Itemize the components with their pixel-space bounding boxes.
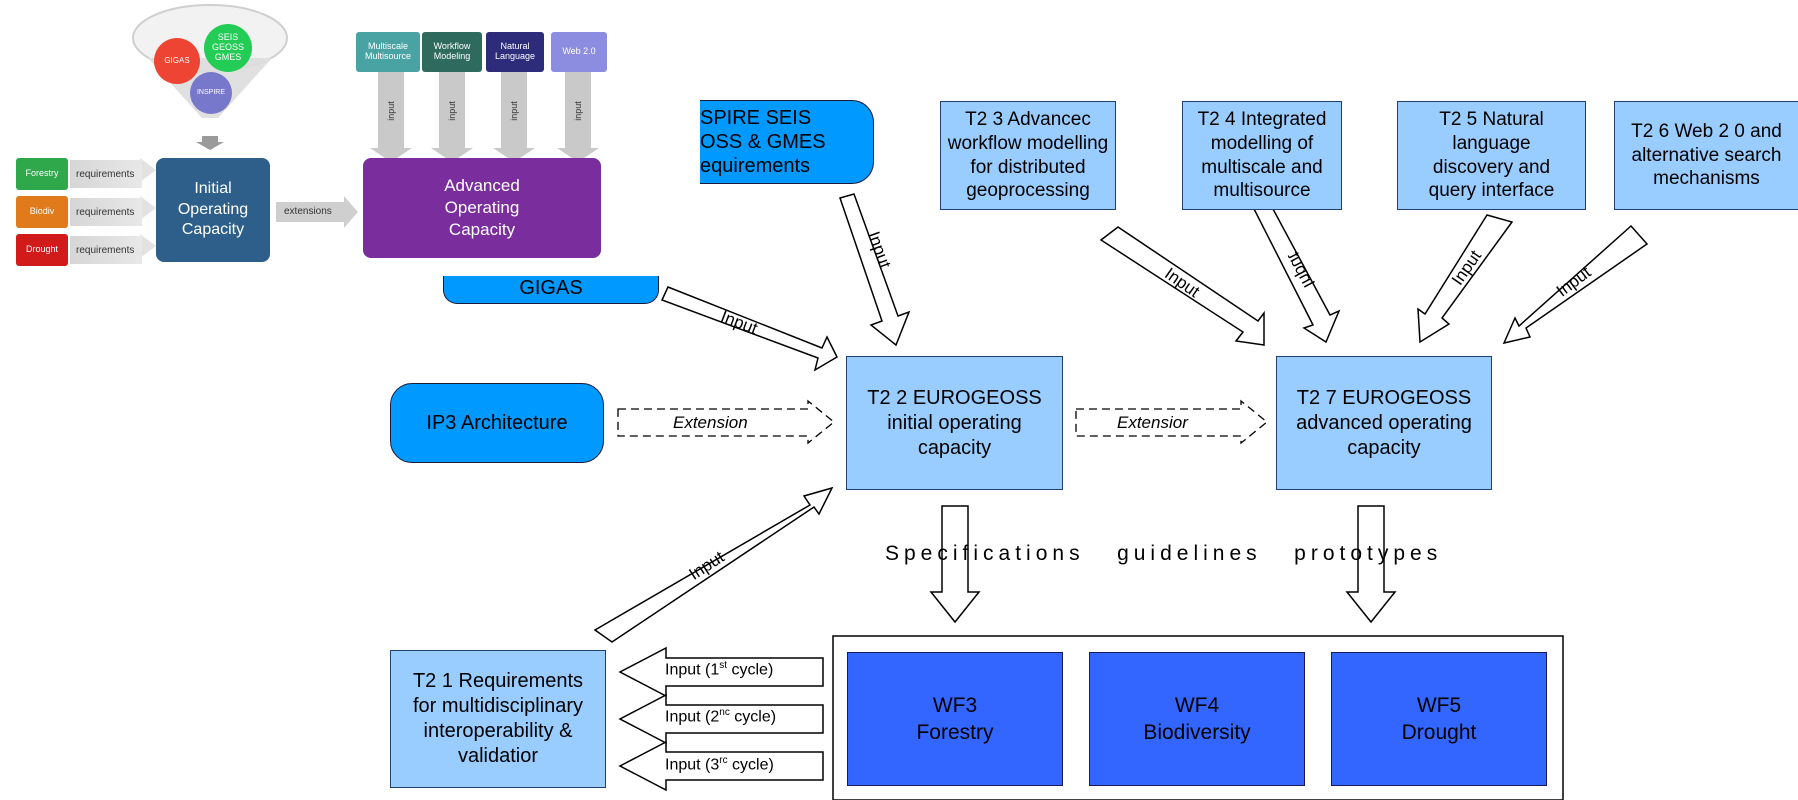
workflow-wf3-id: WF3 — [932, 693, 978, 717]
cycle-label-1: Input (1st cycle) — [665, 660, 774, 680]
task-t23: T2 3 Advancec workflow modelling for dis… — [940, 101, 1116, 210]
workflow-wf4-id: WF4 — [1174, 693, 1220, 717]
workflow-wf4-name: Biodiversity — [1143, 721, 1251, 744]
arrow-t24-input — [1249, 195, 1341, 344]
row-drought: Drought — [16, 234, 68, 266]
arrow-t23-input — [1099, 226, 1265, 346]
label-t22-extension: Extensior — [1117, 413, 1188, 432]
inset-advanced-operating-capacity: Advanced Operating Capacity — [363, 158, 601, 258]
inset-input-label-1: input — [385, 101, 396, 121]
specifications-guidelines-prototypes: Specifications guidelines prototypes — [885, 542, 1443, 565]
source-ip3-architecture: IP3 Architecture — [390, 383, 604, 463]
arrow-t27-down — [1345, 505, 1397, 624]
task-t25: T2 5 Natural language discovery and quer… — [1397, 101, 1586, 210]
source-inspire-seis-gmes: SPIRE SEIS OSS & GMES equirements — [700, 100, 874, 184]
funnel-inspire: INSPIRE — [190, 72, 232, 114]
arrow-t26-input — [1502, 224, 1649, 345]
input-web20: Web 2.0 — [551, 32, 607, 72]
task-t22: T2 2 EUROGEOSS initial operating capacit… — [846, 356, 1063, 490]
task-t27: T2 7 EUROGEOSS advanced operating capaci… — [1276, 356, 1492, 490]
arrow-t21-input — [593, 486, 834, 643]
row-biodiv: Biodiv — [16, 196, 68, 228]
cycle-label-3: Input (3rc cycle) — [665, 755, 774, 775]
label-ip3-extension: Extension — [673, 413, 748, 432]
overview-inset: GIGAS SEIS GEOSS GMES INSPIRE Multiscale… — [0, 0, 700, 276]
arrow-ip3-extension — [617, 399, 836, 445]
cycle-label-2: Input (2nc cycle) — [665, 707, 777, 727]
workflow-wf5-id: WF5 — [1416, 693, 1462, 717]
row-biodiv-req: requirements — [70, 198, 142, 226]
task-t24: T2 4 Integrated modelling of multiscale … — [1182, 101, 1342, 210]
task-t21: T2 1 Requirements for multidisciplinary … — [390, 650, 606, 788]
inset-extensions-label: extensions — [284, 206, 332, 217]
inset-initial-operating-capacity: Initial Operating Capacity — [156, 158, 270, 262]
workflow-wf5-name: Drought — [1401, 721, 1477, 744]
input-natural-language: Natural Language — [486, 32, 544, 72]
arrow-t22-down — [929, 505, 981, 624]
funnel-seis-geoss-gmes: SEIS GEOSS GMES — [204, 24, 252, 72]
row-forestry: Forestry — [16, 158, 68, 190]
input-workflow: Workflow Modeling — [422, 32, 482, 72]
row-drought-req: requirements — [70, 236, 142, 264]
input-multiscale: Multiscale Multisource — [356, 32, 420, 72]
arrow-gigas-input — [660, 286, 838, 372]
workflow-wf3-name: Forestry — [916, 721, 994, 744]
inset-input-label-3: input — [508, 101, 519, 121]
inset-input-label-2: input — [446, 101, 457, 121]
task-t26: T2 6 Web 2 0 and alternative search mech… — [1614, 101, 1798, 210]
arrow-t22-extension — [1075, 399, 1269, 445]
inset-input-label-4: input — [572, 101, 583, 121]
row-forestry-req: requirements — [70, 160, 142, 188]
arrow-inspire-input — [839, 193, 911, 347]
funnel-arrow — [196, 136, 224, 150]
funnel-gigas: GIGAS — [154, 38, 200, 84]
arrow-t25-input — [1417, 214, 1514, 344]
extensions-arrow — [276, 196, 358, 228]
